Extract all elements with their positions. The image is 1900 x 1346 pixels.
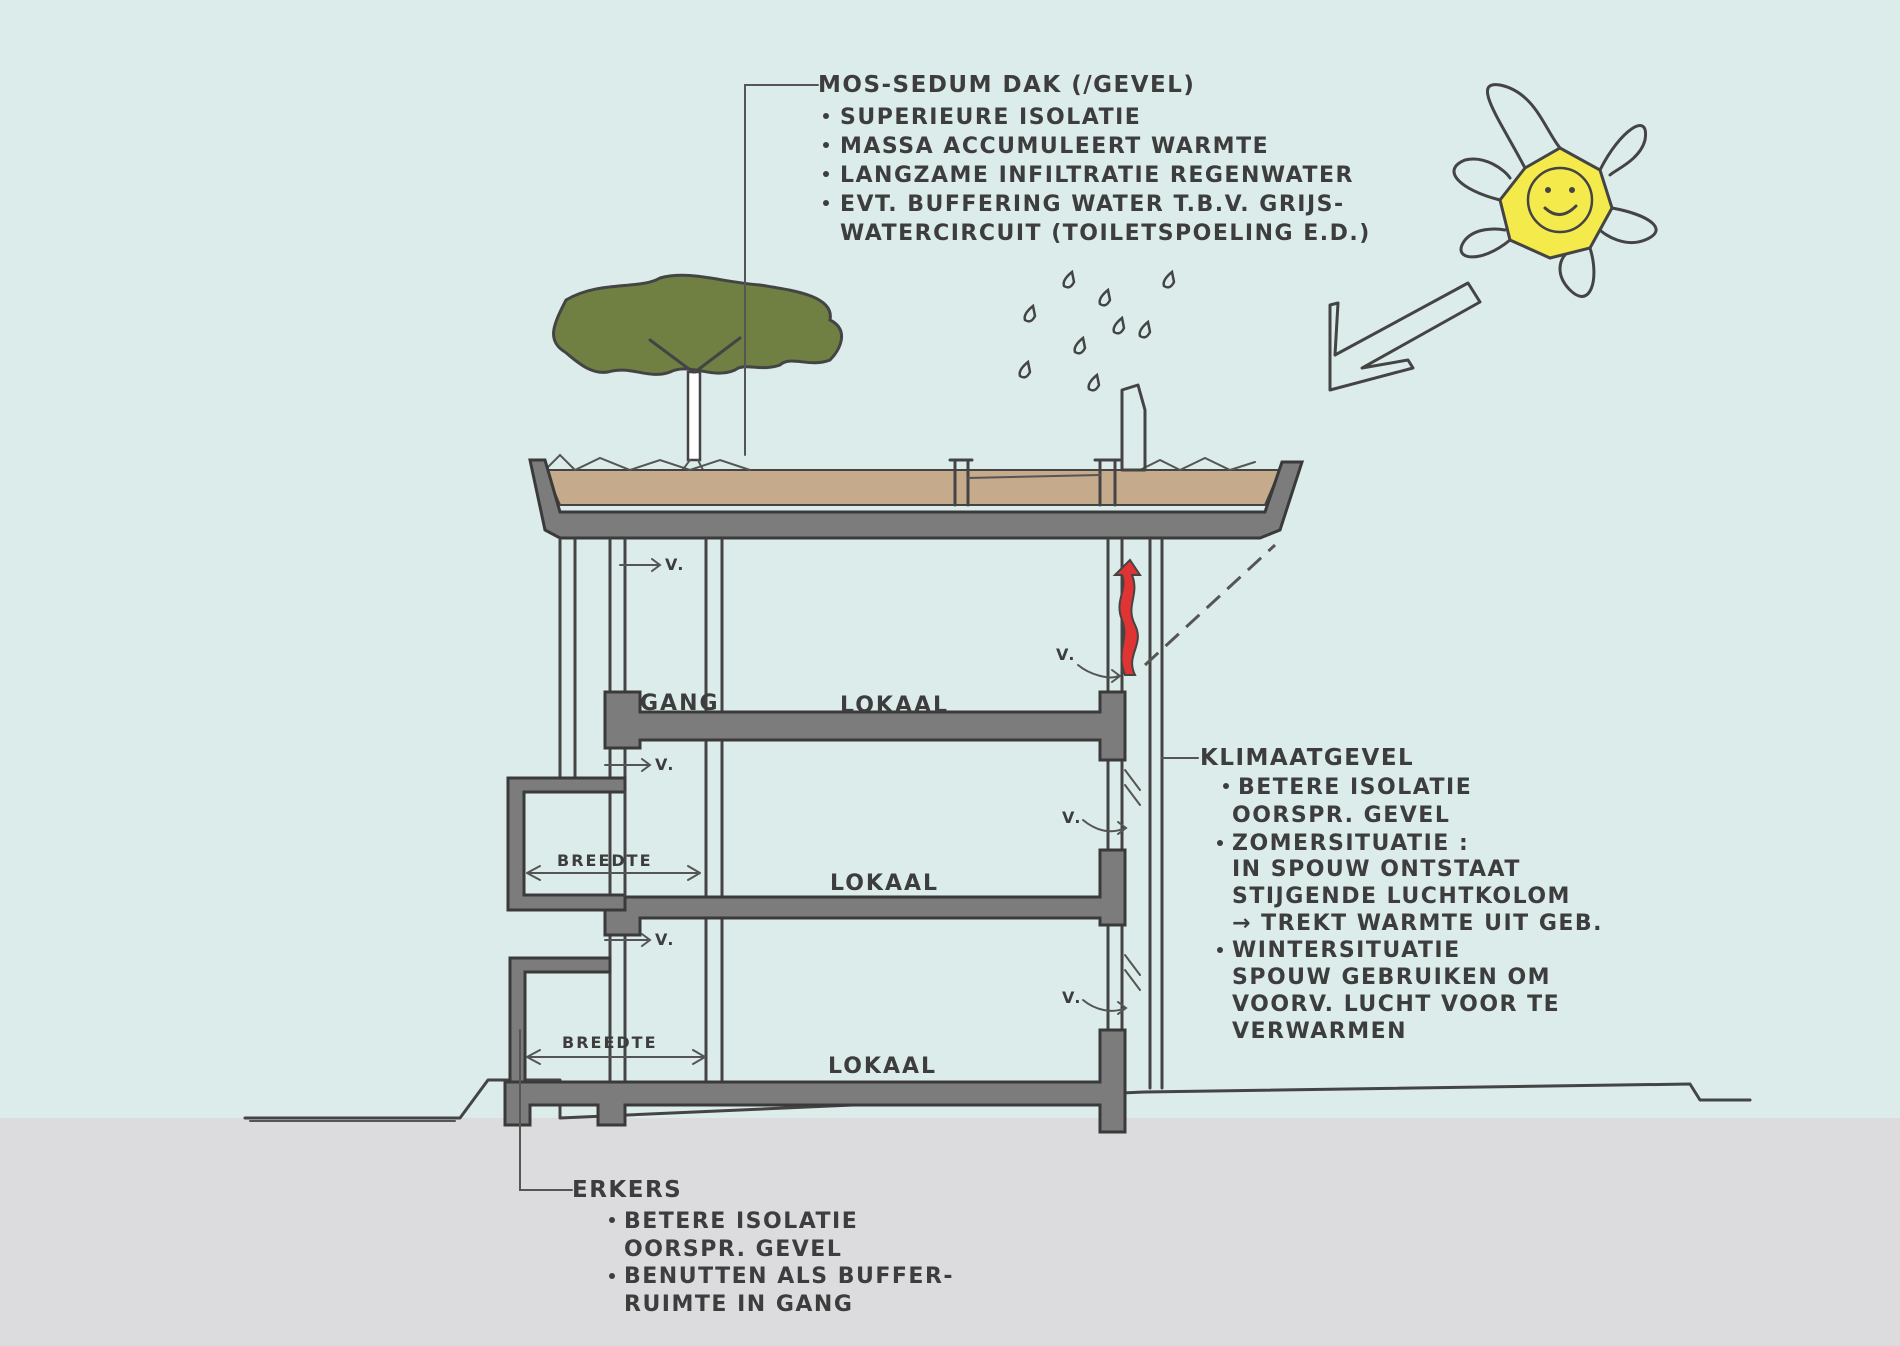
label-breedte-lower: BREEDTE <box>562 1033 658 1052</box>
roof-note-continuation: WATERCIRCUIT (TOILETSPOELING E.D.) <box>840 221 1371 246</box>
ventilation-arrow <box>1077 664 1122 683</box>
bay-note: ERKERS BETERE ISOLATIE OORSPR. GEVEL BEN… <box>572 1177 954 1317</box>
bay-note-line: OORSPR. GEVEL <box>624 1237 842 1262</box>
ventilation-arrow <box>619 558 662 572</box>
ventilation-arrow <box>604 933 652 947</box>
facade-note-line: SPOUW GEBRUIKEN OM <box>1232 965 1551 990</box>
sunlight-arrow-icon <box>1328 281 1482 392</box>
label-v: V. <box>1056 645 1076 664</box>
roof-note: MOS-SEDUM DAK (/GEVEL) SUPERIEURE ISOLAT… <box>818 72 1371 246</box>
roof-slab <box>528 458 1305 540</box>
label-lokaal-0: LOKAAL <box>828 1054 937 1079</box>
smiling-sun-icon <box>1452 83 1658 298</box>
classroom-wall <box>704 538 724 1082</box>
label-v: V. <box>655 930 675 949</box>
bay-note-line: RUIMTE IN GANG <box>624 1292 853 1317</box>
facade-note-line: VOORV. LUCHT VOOR TE <box>1232 992 1560 1017</box>
roof-railing-post <box>948 458 974 507</box>
facade-note-line: BETERE ISOLATIE <box>1238 775 1472 800</box>
label-v: V. <box>665 555 685 574</box>
floor-slab-2 <box>603 690 1127 762</box>
bay-note-line: BETERE ISOLATIE <box>624 1209 858 1234</box>
facade-note-line: WINTERSITUATIE <box>1232 938 1461 963</box>
facade-note-line: → TREKT WARMTE UIT GEB. <box>1232 911 1603 936</box>
label-lokaal-1: LOKAAL <box>830 871 939 896</box>
facade-note: KLIMAATGEVEL BETERE ISOLATIE OORSPR. GEV… <box>1200 745 1603 1044</box>
label-v: V. <box>655 755 675 774</box>
bay-note-title: ERKERS <box>572 1177 682 1203</box>
facade-note-line: VERWARMEN <box>1232 1019 1407 1044</box>
roof-note-title: MOS-SEDUM DAK (/GEVEL) <box>818 72 1195 98</box>
ground-line <box>243 1078 1752 1120</box>
facade-note-title: KLIMAATGEVEL <box>1200 745 1414 771</box>
facade-note-line: OORSPR. GEVEL <box>1232 803 1450 828</box>
label-v: V. <box>1062 808 1082 827</box>
facade-note-line: STIJGENDE LUCHTKOLOM <box>1232 884 1571 909</box>
ventilation-arrow <box>1082 819 1128 835</box>
roof-note-bullet: EVT. BUFFERING WATER T.B.V. GRIJS- <box>840 192 1345 217</box>
ventilation-arrow <box>604 758 652 772</box>
roof-railing-post <box>1093 458 1122 507</box>
label-gang: GANG <box>640 691 720 716</box>
roof-note-bullet: LANGZAME INFILTRATIE REGENWATER <box>840 163 1354 188</box>
sun-angle-dashed-line <box>1143 543 1277 667</box>
roof-note-bullet: MASSA ACCUMULEERT WARMTE <box>840 134 1269 159</box>
facade-vent-slats <box>1124 769 1141 991</box>
facade-inner-wall <box>1106 538 1124 1077</box>
roof-leader-line <box>744 84 819 456</box>
roof-note-bullet: SUPERIEURE ISOLATIE <box>840 105 1141 130</box>
bay-note-line: BENUTTEN ALS BUFFER- <box>624 1264 954 1289</box>
climate-facade-glass <box>1148 538 1164 1090</box>
bay-window-upper <box>506 776 627 912</box>
ventilation-arrow <box>1082 999 1128 1015</box>
tree-icon <box>552 273 843 491</box>
floor-slab-0 <box>503 1028 1127 1134</box>
floor-slab-1 <box>603 848 1127 937</box>
width-arrow <box>526 1049 706 1065</box>
bay-window-lower <box>508 956 612 1084</box>
bay-leader-line <box>519 1029 573 1191</box>
rising-heat-arrow <box>1112 558 1142 676</box>
width-arrow <box>526 865 701 881</box>
label-breedte-upper: BREEDTE <box>557 851 653 870</box>
inner-wall-left <box>558 538 577 782</box>
raindrops-icon <box>1018 269 1176 392</box>
label-lokaal-2: LOKAAL <box>840 693 949 718</box>
facade-note-line: ZOMERSITUATIE : <box>1232 831 1469 856</box>
roof-railing <box>967 474 1101 479</box>
green-roof-soil <box>543 469 1282 506</box>
facade-note-line: IN SPOUW ONTSTAAT <box>1232 857 1521 882</box>
corridor-wall <box>608 538 627 1082</box>
ground-fill <box>0 1118 1900 1346</box>
label-v: V. <box>1062 988 1082 1007</box>
climate-facade-chimney <box>1120 383 1147 472</box>
